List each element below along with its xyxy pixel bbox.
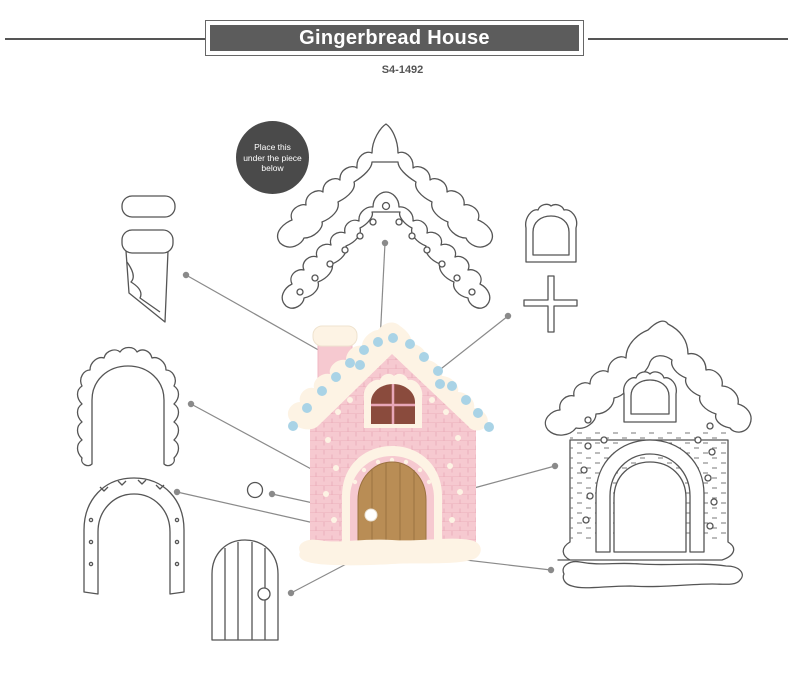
door-piece: [211, 539, 279, 641]
window-cross-piece: [523, 275, 578, 333]
chimney-piece: [121, 229, 174, 323]
product-code: S4-1492: [381, 64, 424, 76]
leader-roof-trim: [379, 242, 386, 343]
arch-scalloped-piece: [76, 346, 180, 467]
header-rule-right: [588, 38, 788, 40]
placement-note: Place this under the piece below: [236, 121, 309, 194]
assembled-house-illustration: [287, 322, 494, 566]
title-frame: Gingerbread House: [205, 20, 584, 56]
snow-base-piece: [562, 560, 743, 589]
leader-chimney: [185, 274, 323, 353]
outline-house-piece: [544, 320, 752, 561]
die-pieces: [76, 123, 752, 641]
chimney-cap-piece: [121, 195, 176, 218]
arch-trim-piece: [83, 477, 185, 595]
header-rule-left: [5, 38, 205, 40]
window-opening-piece: [532, 215, 570, 256]
roof-trim-piece-lower: [281, 191, 491, 309]
doorknob-piece: [246, 481, 264, 499]
leader-house-body: [473, 465, 556, 489]
page-title: Gingerbread House: [210, 25, 579, 51]
placement-note-text: Place this under the piece below: [243, 142, 302, 174]
roof-icing-piece-upper: [277, 123, 493, 248]
